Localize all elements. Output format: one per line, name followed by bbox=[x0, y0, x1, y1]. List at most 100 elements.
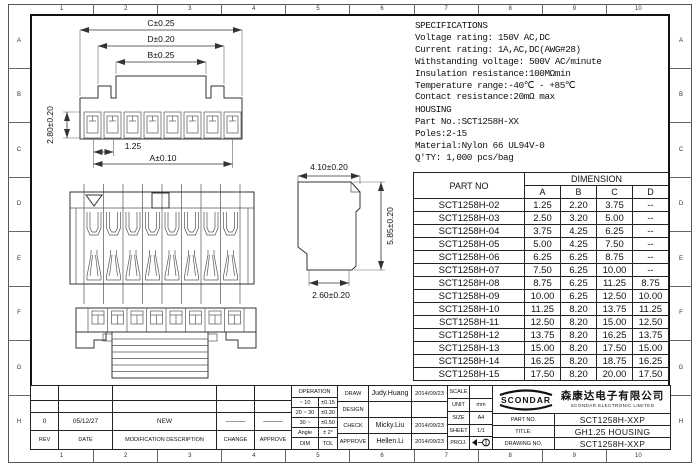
part-no-cell: SCT1258H-15 bbox=[413, 367, 525, 381]
part-no-cell: SCT1258H-11 bbox=[413, 315, 525, 329]
drawing-title-value: GH1.25 HOUSING bbox=[554, 425, 671, 438]
part-no-cell: SCT1258H-12 bbox=[413, 328, 525, 342]
grid-row: H bbox=[16, 419, 22, 426]
dim-label-a: A±0.10 bbox=[150, 153, 177, 163]
part-no-cell: SCT1258H-02 bbox=[413, 198, 525, 212]
size-value: A4 bbox=[469, 411, 493, 425]
part-no-value: SCT1258H-XXP bbox=[554, 413, 671, 426]
grid-row: A bbox=[8, 14, 30, 69]
grid-col: 1 bbox=[30, 449, 95, 462]
svg-text:SCONDAR: SCONDAR bbox=[501, 395, 551, 405]
grid-row: G bbox=[670, 341, 692, 396]
part-no-header: PART NO bbox=[413, 172, 525, 199]
grid-col: 4 bbox=[222, 4, 287, 14]
grid-col: 3 bbox=[158, 449, 223, 462]
rev-change: ——— bbox=[216, 412, 255, 431]
grid-col: 5 bbox=[286, 449, 351, 462]
part-no-cell: SCT1258H-09 bbox=[413, 289, 525, 303]
grid-col: 5 bbox=[286, 4, 351, 14]
spec-line: Current rating: 1A,AC,DC(AWG#28) bbox=[415, 43, 581, 55]
spec-line: Insulation resistance:100MΩmin bbox=[415, 67, 571, 79]
approve-label: APPROVE bbox=[337, 433, 369, 450]
side-view-drawing: 4.10±0.20 5.85±0.20 2.60±0.20 bbox=[297, 162, 395, 300]
part-no-cell: SCT1258H-03 bbox=[413, 211, 525, 225]
grid-row: F bbox=[670, 287, 692, 341]
revision-table: 0 05/12/27 NEW ——— ——— REV DATE MODIFICA… bbox=[30, 385, 292, 450]
grid-col: 10 bbox=[635, 452, 642, 459]
unit-value: mm bbox=[469, 398, 493, 412]
grid-col: 7 bbox=[415, 4, 479, 14]
dim-label-side-height: 5.85±0.20 bbox=[385, 207, 395, 245]
spec-line: Withstanding voltage: 500V AC/minute bbox=[415, 55, 602, 67]
part-no-cell: SCT1258H-10 bbox=[413, 302, 525, 316]
grid-col: 2 bbox=[94, 4, 159, 14]
housing-line: Material:Nylon 66 UL94V-0 bbox=[415, 139, 545, 151]
part-no-cell: SCT1258H-04 bbox=[413, 224, 525, 238]
draw-label: DRAW bbox=[337, 385, 369, 402]
grid-row: B bbox=[8, 69, 30, 123]
dim-label-height: 2.80±0.20 bbox=[45, 106, 55, 144]
tolerance-header: OPERATION bbox=[291, 385, 338, 398]
part-no-cell: SCT1258H-06 bbox=[413, 250, 525, 264]
grid-col: 8 bbox=[479, 4, 543, 14]
drawing-no-value: SCT1258H-XXP bbox=[554, 437, 671, 450]
grid-row: B bbox=[670, 69, 692, 123]
grid-col: 9 bbox=[543, 449, 607, 462]
top-view-drawing: C±0.25 D±0.20 B±0.25 2.80±0.20 1.25 A±0.… bbox=[45, 18, 243, 168]
part-no-cell: SCT1258H-08 bbox=[413, 276, 525, 290]
grid-row: D bbox=[670, 178, 692, 232]
rev-value: 0 bbox=[30, 412, 59, 431]
grid-row: A bbox=[670, 14, 692, 69]
company-names: 森康达电子有限公司 SCONDAR ELECTRONIC LIMITED bbox=[557, 391, 668, 408]
front-view-drawing bbox=[69, 184, 255, 304]
grid-row: F bbox=[8, 287, 30, 341]
grid-col: 8 bbox=[479, 449, 543, 462]
tolerance-table: OPERATION ~ 10±0.15 20 ~ 30±0.30 30 ~±0.… bbox=[291, 385, 338, 450]
scale-value bbox=[469, 385, 493, 399]
company-name-en: SCONDAR ELECTRONIC LIMITED bbox=[570, 402, 655, 408]
dimension-header: DIMENSION bbox=[523, 172, 670, 186]
grid-col: 7 bbox=[415, 449, 479, 462]
company-name-cn: 森康达电子有限公司 bbox=[560, 390, 665, 403]
part-no-cell: SCT1258H-05 bbox=[413, 237, 525, 251]
grid-col: 10 bbox=[635, 6, 642, 12]
projection-cell bbox=[469, 436, 493, 450]
company-block: SCONDAR 森康达电子有限公司 SCONDAR ELECTRONIC LIM… bbox=[492, 385, 671, 450]
housing-line: Poles:2-15 bbox=[415, 127, 467, 139]
spec-line: Contact resistance:20mΩ max bbox=[415, 91, 555, 103]
projection-symbol bbox=[472, 438, 490, 446]
spec-line: Temperature range:-40℃ - +85℃ bbox=[415, 79, 575, 91]
part-no-cell: SCT1258H-13 bbox=[413, 341, 525, 355]
grid-col: 2 bbox=[94, 449, 159, 462]
housing-line: Part No.:SCT1258H-XX bbox=[415, 115, 519, 127]
grid-row: D bbox=[8, 178, 30, 232]
part-no-cell: SCT1258H-07 bbox=[413, 263, 525, 277]
pin1-triangle-mark bbox=[85, 194, 103, 207]
revision-headers: REV DATE MODIFICATION DESCRIPTION CHANGE… bbox=[30, 430, 292, 450]
grid-row: G bbox=[8, 341, 30, 396]
col-header-d: D bbox=[631, 185, 670, 199]
grid-col: 6 bbox=[350, 4, 415, 14]
dim-label-pitch: 1.25 bbox=[125, 141, 142, 151]
col-header-a: A bbox=[524, 185, 561, 199]
col-header-b: B bbox=[560, 185, 597, 199]
housing-title: HOUSING bbox=[415, 104, 452, 115]
dim-label-side-top: 4.10±0.20 bbox=[310, 162, 348, 172]
grid-col: 1 bbox=[30, 4, 95, 14]
design-label: DESIGN bbox=[337, 401, 369, 418]
housing-block: HOUSING Part No.:SCT1258H-XX Poles:2-15 … bbox=[415, 104, 667, 164]
